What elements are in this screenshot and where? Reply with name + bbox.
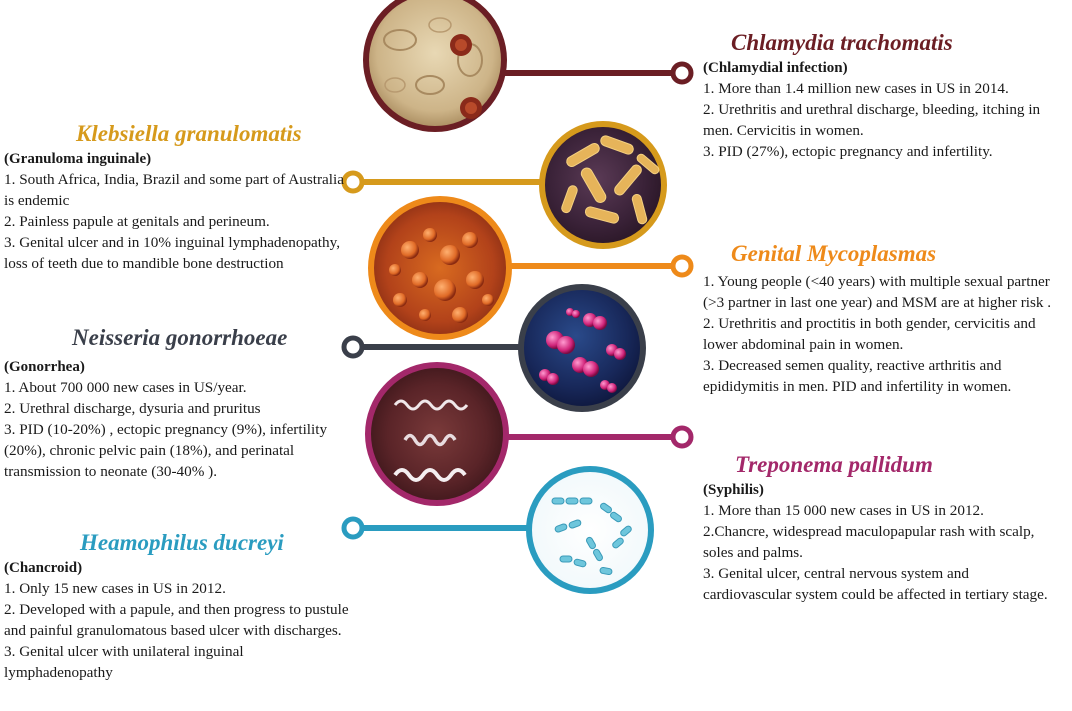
ring-mycoplasma	[670, 254, 694, 278]
klebsiella-section: Klebsiella granulomatis (Granuloma ingui…	[4, 119, 344, 274]
connector-lines	[360, 70, 673, 531]
chlamydia-disease: (Chlamydial infection)	[703, 60, 848, 76]
haemophilus-point-2: 2. Developed with a papule, and then pro…	[4, 601, 349, 639]
mycoplasma-title: Genital Mycoplasmas	[731, 241, 937, 266]
treponema-disease: (Syphilis)	[703, 482, 764, 498]
neisseria-disease: (Gonorrhea)	[4, 359, 85, 375]
treponema-title: Treponema pallidum	[735, 452, 933, 477]
ring-klebsiella	[341, 170, 365, 194]
klebsiella-point-1: 1. South Africa, India, Brazil and some …	[4, 171, 344, 209]
haemophilus-point-1: 1. Only 15 new cases in US in 2012.	[4, 580, 226, 597]
chlamydia-micrograph-image	[363, 0, 507, 132]
chlamydia-point-1: 1. More than 1.4 million new cases in US…	[703, 80, 1009, 97]
mycoplasma-section: Genital Mycoplasmas 1. Young people (<40…	[703, 239, 1068, 397]
neisseria-title: Neisseria gonorrhoeae	[72, 325, 288, 350]
chlamydia-section: Chlamydia trachomatis (Chlamydial infect…	[703, 28, 1055, 162]
neisseria-point-3: 3. PID (10-20%) , ectopic pregnancy (9%)…	[4, 421, 328, 480]
ring-neisseria	[341, 335, 365, 359]
haemophilus-section: Heamophilus ducreyi (Chancroid) 1. Only …	[4, 528, 356, 683]
ring-treponema	[670, 425, 694, 449]
neisseria-point-2: 2. Urethral discharge, dysuria and pruri…	[4, 400, 261, 417]
mycoplasma-point-1: 1. Young people (<40 years) with multipl…	[703, 273, 1052, 311]
neisseria-micrograph-image	[518, 284, 646, 412]
treponema-point-1: 1. More than 15 000 new cases in US in 2…	[703, 502, 984, 519]
klebsiella-title: Klebsiella granulomatis	[76, 121, 302, 146]
treponema-point-2: 2.Chancre, widespread maculopapular rash…	[703, 523, 1035, 561]
neisseria-point-1: 1. About 700 000 new cases in US/year.	[4, 379, 247, 396]
haemophilus-title: Heamophilus ducreyi	[80, 530, 284, 555]
ring-haemophilus	[341, 516, 365, 540]
klebsiella-point-2: 2. Painless papule at genitals and perin…	[4, 213, 270, 230]
klebsiella-point-3: 3. Genital ulcer and in 10% inguinal lym…	[4, 234, 341, 272]
treponema-section: Treponema pallidum (Syphilis) 1. More th…	[703, 450, 1055, 605]
treponema-point-3: 3. Genital ulcer, central nervous system…	[703, 565, 1048, 603]
haemophilus-point-3: 3. Genital ulcer with unilateral inguina…	[4, 643, 244, 681]
chlamydia-title: Chlamydia trachomatis	[731, 30, 953, 55]
connector-end-rings	[341, 61, 694, 540]
mycoplasma-point-3: 3. Decreased semen quality, reactive art…	[703, 357, 1012, 395]
treponema-micrograph-image	[365, 362, 509, 506]
haemophilus-micrograph-image	[526, 466, 654, 594]
haemophilus-disease: (Chancroid)	[4, 560, 83, 576]
neisseria-section: Neisseria gonorrhoeae (Gonorrhea) 1. Abo…	[4, 323, 346, 482]
klebsiella-disease: (Granuloma inguinale)	[4, 151, 152, 167]
chlamydia-point-3: 3. PID (27%), ectopic pregnancy and infe…	[703, 143, 993, 160]
ring-chlamydia	[670, 61, 694, 85]
mycoplasma-point-2: 2. Urethritis and proctitis in both gend…	[703, 315, 1036, 353]
mycoplasma-micrograph-image	[368, 196, 512, 340]
chlamydia-point-2: 2. Urethritis and urethral discharge, bl…	[703, 101, 1041, 139]
klebsiella-micrograph-image	[539, 121, 667, 249]
